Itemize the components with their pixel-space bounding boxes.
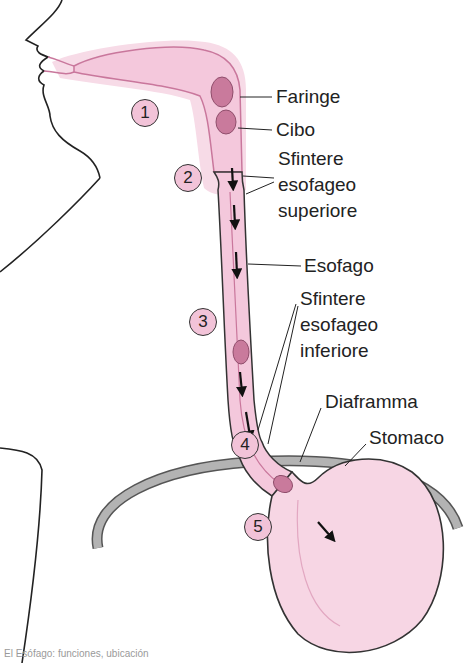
stomach-fold — [297, 500, 340, 626]
part-label: Cibo — [276, 117, 315, 143]
callout-number: 2 — [174, 164, 202, 192]
mouth-line — [44, 71, 74, 74]
watermark: El Esófago: funciones, ubicación — [4, 648, 149, 660]
food-bolus — [216, 110, 236, 134]
esophagus-lumen — [230, 192, 280, 484]
callout-number: 3 — [189, 308, 217, 336]
food-bolus — [211, 77, 233, 107]
callout-number: 5 — [244, 513, 272, 541]
neck-outline — [0, 178, 100, 272]
food-bolus — [233, 340, 249, 364]
torso-outline — [0, 448, 42, 663]
part-label: Stomaco — [369, 425, 444, 451]
part-label: Diaframma — [325, 389, 418, 415]
stomach — [268, 459, 444, 652]
part-label: Esofago — [304, 253, 374, 279]
part-label: Sfintere esofageo inferiore — [300, 286, 396, 364]
pharynx — [74, 47, 242, 172]
part-label: Faringe — [276, 84, 340, 110]
mouth-line — [48, 57, 74, 66]
part-label: Sfintere esofageo superiore — [278, 146, 374, 224]
food-bolus — [270, 472, 295, 496]
callout-number: 4 — [231, 431, 259, 459]
face-profile — [26, 0, 100, 178]
callout-number: 1 — [131, 99, 159, 127]
